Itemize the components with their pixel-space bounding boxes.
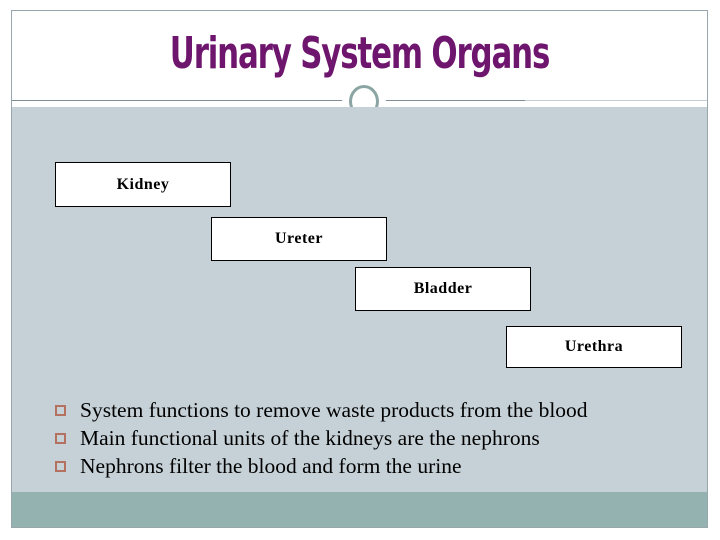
header-divider	[12, 100, 525, 101]
list-item-text: Main functional units of the kidneys are…	[80, 426, 540, 450]
bullet-list: System functions to remove waste product…	[53, 397, 673, 481]
presentation-slide: Urinary System Organs Kidney Ureter Blad…	[11, 10, 708, 528]
organ-box-urethra: Urethra	[506, 326, 682, 368]
organ-box-label: Ureter	[275, 230, 323, 247]
organ-box-kidney: Kidney	[55, 162, 231, 207]
square-outline-bullet-icon	[55, 461, 66, 472]
list-item: Nephrons filter the blood and form the u…	[53, 453, 673, 479]
organ-box-label: Urethra	[564, 338, 624, 355]
square-outline-bullet-icon	[55, 433, 66, 444]
organ-box-bladder: Bladder	[355, 267, 531, 311]
organ-box-ureter: Ureter	[211, 217, 387, 261]
list-item: System functions to remove waste product…	[53, 397, 673, 423]
square-outline-bullet-icon	[55, 405, 66, 416]
list-item-text: Nephrons filter the blood and form the u…	[80, 454, 462, 478]
list-item-text: System functions to remove waste product…	[80, 398, 588, 422]
organ-box-label: Bladder	[413, 280, 473, 297]
organ-box-label: Kidney	[116, 175, 170, 193]
header-divider-faint	[525, 100, 707, 101]
page-title: Urinary System Organs	[169, 28, 551, 79]
footer-band	[12, 492, 707, 527]
list-item: Main functional units of the kidneys are…	[53, 425, 673, 451]
slide-body	[12, 107, 707, 527]
